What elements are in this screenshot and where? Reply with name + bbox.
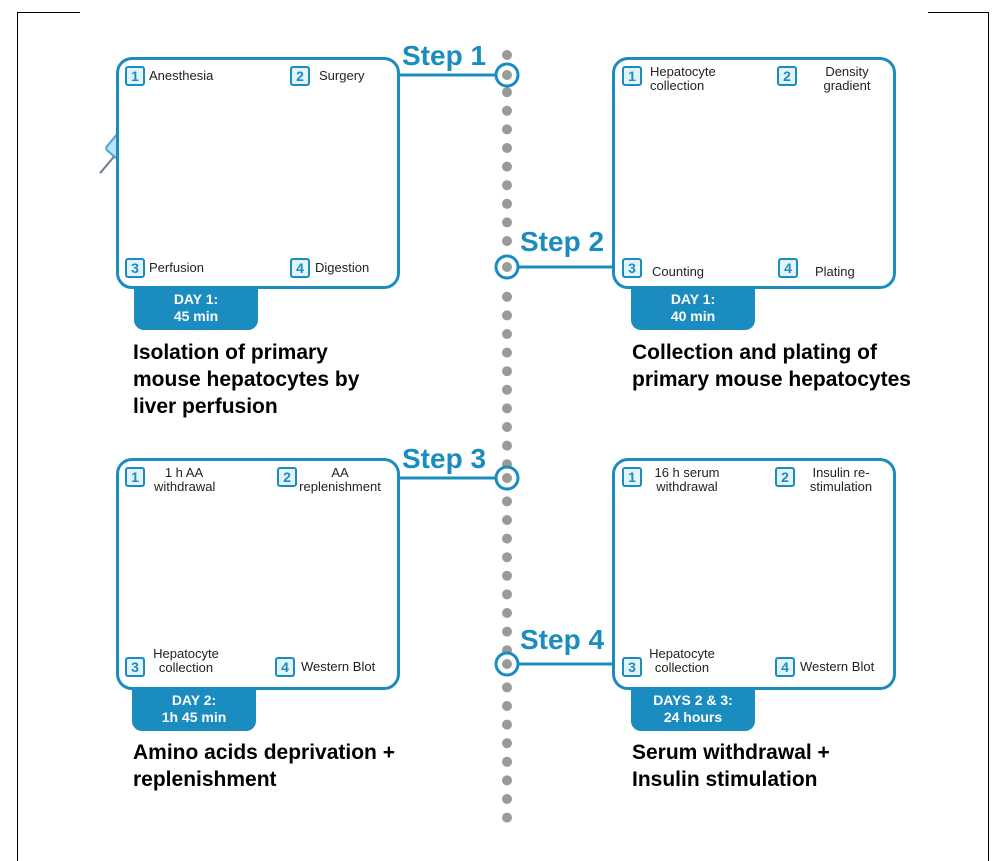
item-label: Plating [815,264,855,279]
timeline-dot [502,775,512,786]
item-label: 16 h serum withdrawal [654,465,720,494]
timeline-dot [502,124,512,135]
timeline-node [502,262,512,272]
item-number: 2 [775,467,795,487]
timeline-dot [502,626,512,637]
timeline-dot [502,217,512,228]
step-label: Step 2 [520,226,605,257]
step-title: Collection and plating of primary mouse … [632,341,911,391]
item-label: Anesthesia [149,68,214,83]
timeline-dot [502,422,512,432]
timeline-dot [502,701,512,711]
item-number: 4 [775,657,795,677]
day-tab: DAY 1: 40 min [631,288,755,330]
item-number: 1 [125,467,145,487]
timeline-dot [502,161,512,172]
item-label: Perfusion [149,260,204,275]
timeline-dot [502,198,512,209]
item-number: 3 [622,657,642,677]
item-number: 1 [125,66,145,86]
item-number: 4 [290,258,310,278]
timeline-dot [502,533,512,544]
item-number: 2 [290,66,310,86]
timeline-dot [502,589,512,600]
timeline-dot [502,794,512,804]
timeline-dot [502,384,512,395]
panel-step-4 [612,458,896,690]
item-label: Counting [652,264,705,279]
item-label: Hepatocyte collection [153,646,219,675]
timeline-dot [502,812,512,823]
item-number: 1 [622,467,642,487]
step-title: Amino acids deprivation + replenishment [133,741,395,791]
day-tab: DAY 1: 45 min [134,288,258,330]
duration-label: 24 hours [663,709,723,725]
timeline-dot [502,515,512,525]
timeline-dot [502,329,512,339]
item-label: 1 h AA withdrawal [154,465,216,494]
item-number: 4 [778,258,798,278]
day-label: DAY 1: [670,291,716,307]
day-label: DAYS 2 & 3: [653,692,733,708]
timeline-dot [502,570,512,581]
duration-label: 45 min [173,308,219,324]
item-number: 3 [125,258,145,278]
duration-label: 1h 45 min [161,709,227,725]
timeline-dot [502,366,512,377]
item-label: Western Blot [800,659,875,674]
timeline-dot [502,496,512,507]
timeline-node [502,659,512,669]
day-label: DAY 2: [171,692,217,708]
item-label: Western Blot [301,659,376,674]
timeline-dot [502,291,512,302]
timeline-dot [502,87,512,98]
item-label: Hepatocyte collection [649,646,715,675]
panel-step-1 [116,57,400,289]
panel-step-3 [116,458,400,690]
timeline-dot [502,719,512,730]
item-number: 3 [622,258,642,278]
step-label: Step 1 [402,40,487,71]
timeline-dot [502,608,512,618]
step-label: Step 3 [402,443,487,474]
item-number: 4 [275,657,295,677]
item-number: 3 [125,657,145,677]
item-label: Hepatocyte collection [650,64,716,93]
timeline-dot [502,756,512,767]
timeline-dot [502,180,512,191]
item-label: Digestion [315,260,370,275]
step-title: Serum withdrawal + Insulin stimulation [632,741,830,791]
item-label: Insulin re-stimulation [809,465,873,494]
figure-frame [17,11,989,861]
timeline-dot [502,310,512,321]
timeline-dot [502,440,512,451]
timeline-dot [502,738,512,749]
step-label: Step 4 [520,624,605,655]
timeline-dot [502,50,512,60]
timeline-dot [502,236,512,246]
timeline-dot [502,552,512,563]
timeline-node [502,473,512,483]
step-title: Isolation of primary mouse hepatocytes b… [133,341,360,418]
timeline-dots [502,50,512,823]
timeline-dot [502,403,512,414]
day-tab: DAYS 2 & 3: 24 hours [631,689,755,731]
timeline-dot [502,143,512,153]
item-label: AA replenishment [299,465,381,494]
timeline-dot [502,105,512,116]
item-number: 2 [277,467,297,487]
item-label: Surgery [319,68,365,83]
item-number: 2 [777,66,797,86]
duration-label: 40 min [670,308,716,324]
day-tab: DAY 2: 1h 45 min [132,689,256,731]
item-label: Density gradient [823,64,871,93]
item-number: 1 [622,66,642,86]
timeline-node [502,70,512,80]
day-label: DAY 1: [173,291,219,307]
panel-step-2 [612,57,896,289]
timeline-dot [502,347,512,358]
timeline-dot [502,682,512,693]
